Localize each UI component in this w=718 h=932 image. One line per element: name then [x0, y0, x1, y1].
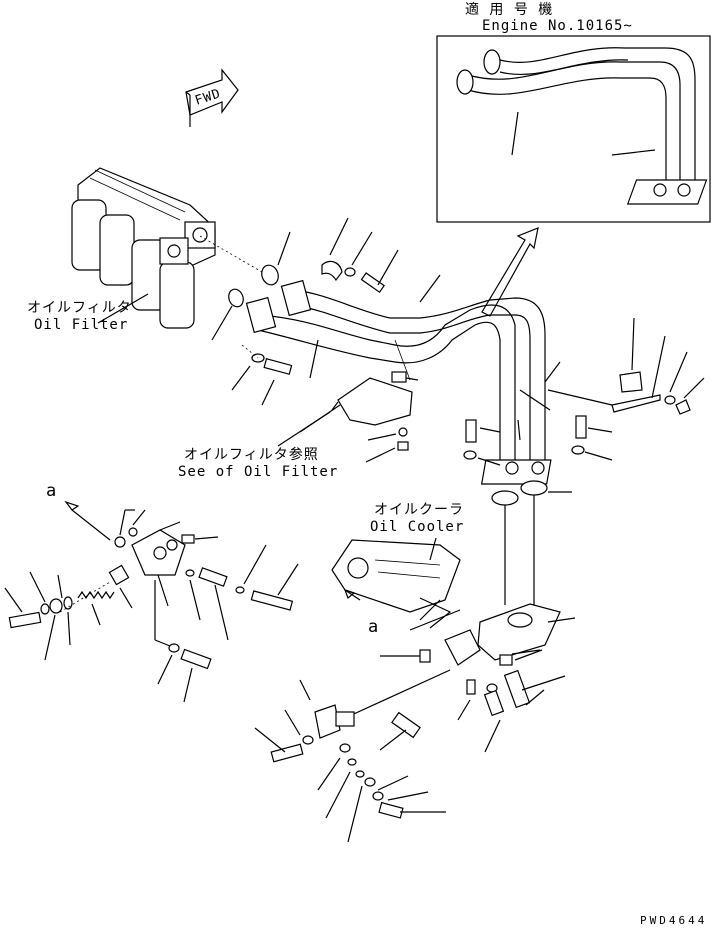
clamp-bolt-top — [321, 217, 399, 293]
small-oil-pipe — [344, 669, 451, 751]
lower-flange-block — [380, 603, 576, 753]
oil-cooler-label-jp: オイルクーラ — [374, 502, 464, 518]
inset-title-jp: 適 用 号 機 — [465, 2, 554, 18]
right-bracket-bolts — [463, 317, 705, 466]
fwd-arrow-icon — [185, 68, 239, 127]
oil-filter-leader — [97, 293, 149, 324]
inset-pipe — [456, 47, 708, 205]
ref-a-bottom: a — [368, 617, 380, 637]
oil-filter-assembly — [71, 167, 216, 329]
inset-title-en: Engine No.10165~ — [482, 18, 633, 34]
oil-cooler — [331, 539, 461, 631]
oil-cooler-leader — [429, 537, 437, 561]
inset-box — [436, 35, 711, 223]
inset-arrow-icon — [481, 227, 539, 317]
ref-a-arrow-icon — [343, 589, 361, 601]
see-oil-filter-label-en: See of Oil Filter — [178, 464, 339, 480]
ref-a-top: a — [46, 481, 58, 501]
oil-filter-label-jp: オイルフィルタ — [27, 300, 132, 316]
clamp-lower — [254, 679, 355, 763]
gasket-parts — [199, 231, 291, 341]
gasket-lower — [491, 480, 572, 605]
bolt-washer-left — [231, 344, 293, 406]
main-oil-pipe — [245, 274, 552, 485]
oil-cooler-label-en: Oil Cooler — [370, 519, 465, 535]
see-oil-filter-label-jp: オイルフィルタ参照 — [184, 447, 319, 463]
see-oil-filter-leader — [277, 411, 331, 447]
oil-filter-label-en: Oil Filter — [34, 317, 129, 333]
valve-assembly — [4, 500, 299, 703]
fittings-stack — [317, 743, 446, 843]
drawing-code: PWD4644 — [640, 914, 708, 927]
